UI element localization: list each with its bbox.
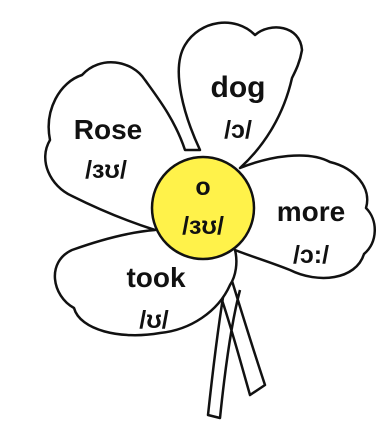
center-sound: /ɜʊ/ — [182, 212, 224, 240]
petal-dog-sound: /ɔ/ — [224, 116, 252, 144]
petal-more-word: more — [277, 196, 345, 227]
petal-took-word: took — [126, 262, 186, 293]
petal-took-sound: /ʊ/ — [139, 306, 168, 334]
petal-dog-word: dog — [211, 71, 266, 104]
petal-rose-word: Rose — [74, 114, 142, 145]
petal-more-sound: /ɔ:/ — [293, 241, 329, 269]
petal-rose-sound: /ɜʊ/ — [85, 156, 127, 184]
center-letter: o — [195, 173, 210, 201]
